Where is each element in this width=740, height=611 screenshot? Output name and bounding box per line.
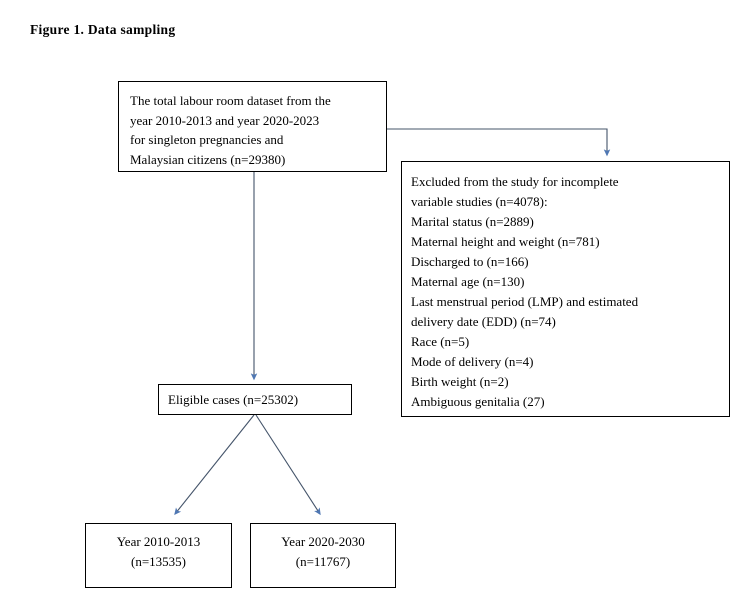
connector-total-to-excluded [387, 128, 611, 157]
connector-eligible-to-year-a [174, 414, 255, 516]
node-year-group-2020-2030: Year 2020-2030 (n=11767) [250, 523, 396, 588]
connector-eligible-to-year-b [255, 414, 321, 516]
node-year-group-2020-2030-text: Year 2020-2030 (n=11767) [281, 534, 365, 569]
node-year-group-2010-2013-text: Year 2010-2013 (n=13535) [116, 534, 201, 569]
node-excluded: Excluded from the study for incomplete v… [401, 161, 730, 417]
node-total-dataset-text: The total labour room dataset from the y… [130, 93, 331, 167]
node-eligible-cases-text: Eligible cases (n=25302) [168, 392, 299, 407]
node-year-group-2010-2013: Year 2010-2013 (n=13535) [85, 523, 232, 588]
node-eligible-cases: Eligible cases (n=25302) [158, 384, 352, 415]
node-total-dataset: The total labour room dataset from the y… [118, 81, 387, 172]
node-excluded-text: Excluded from the study for incomplete v… [411, 174, 639, 409]
page-title: Figure 1. Data sampling [30, 22, 176, 37]
